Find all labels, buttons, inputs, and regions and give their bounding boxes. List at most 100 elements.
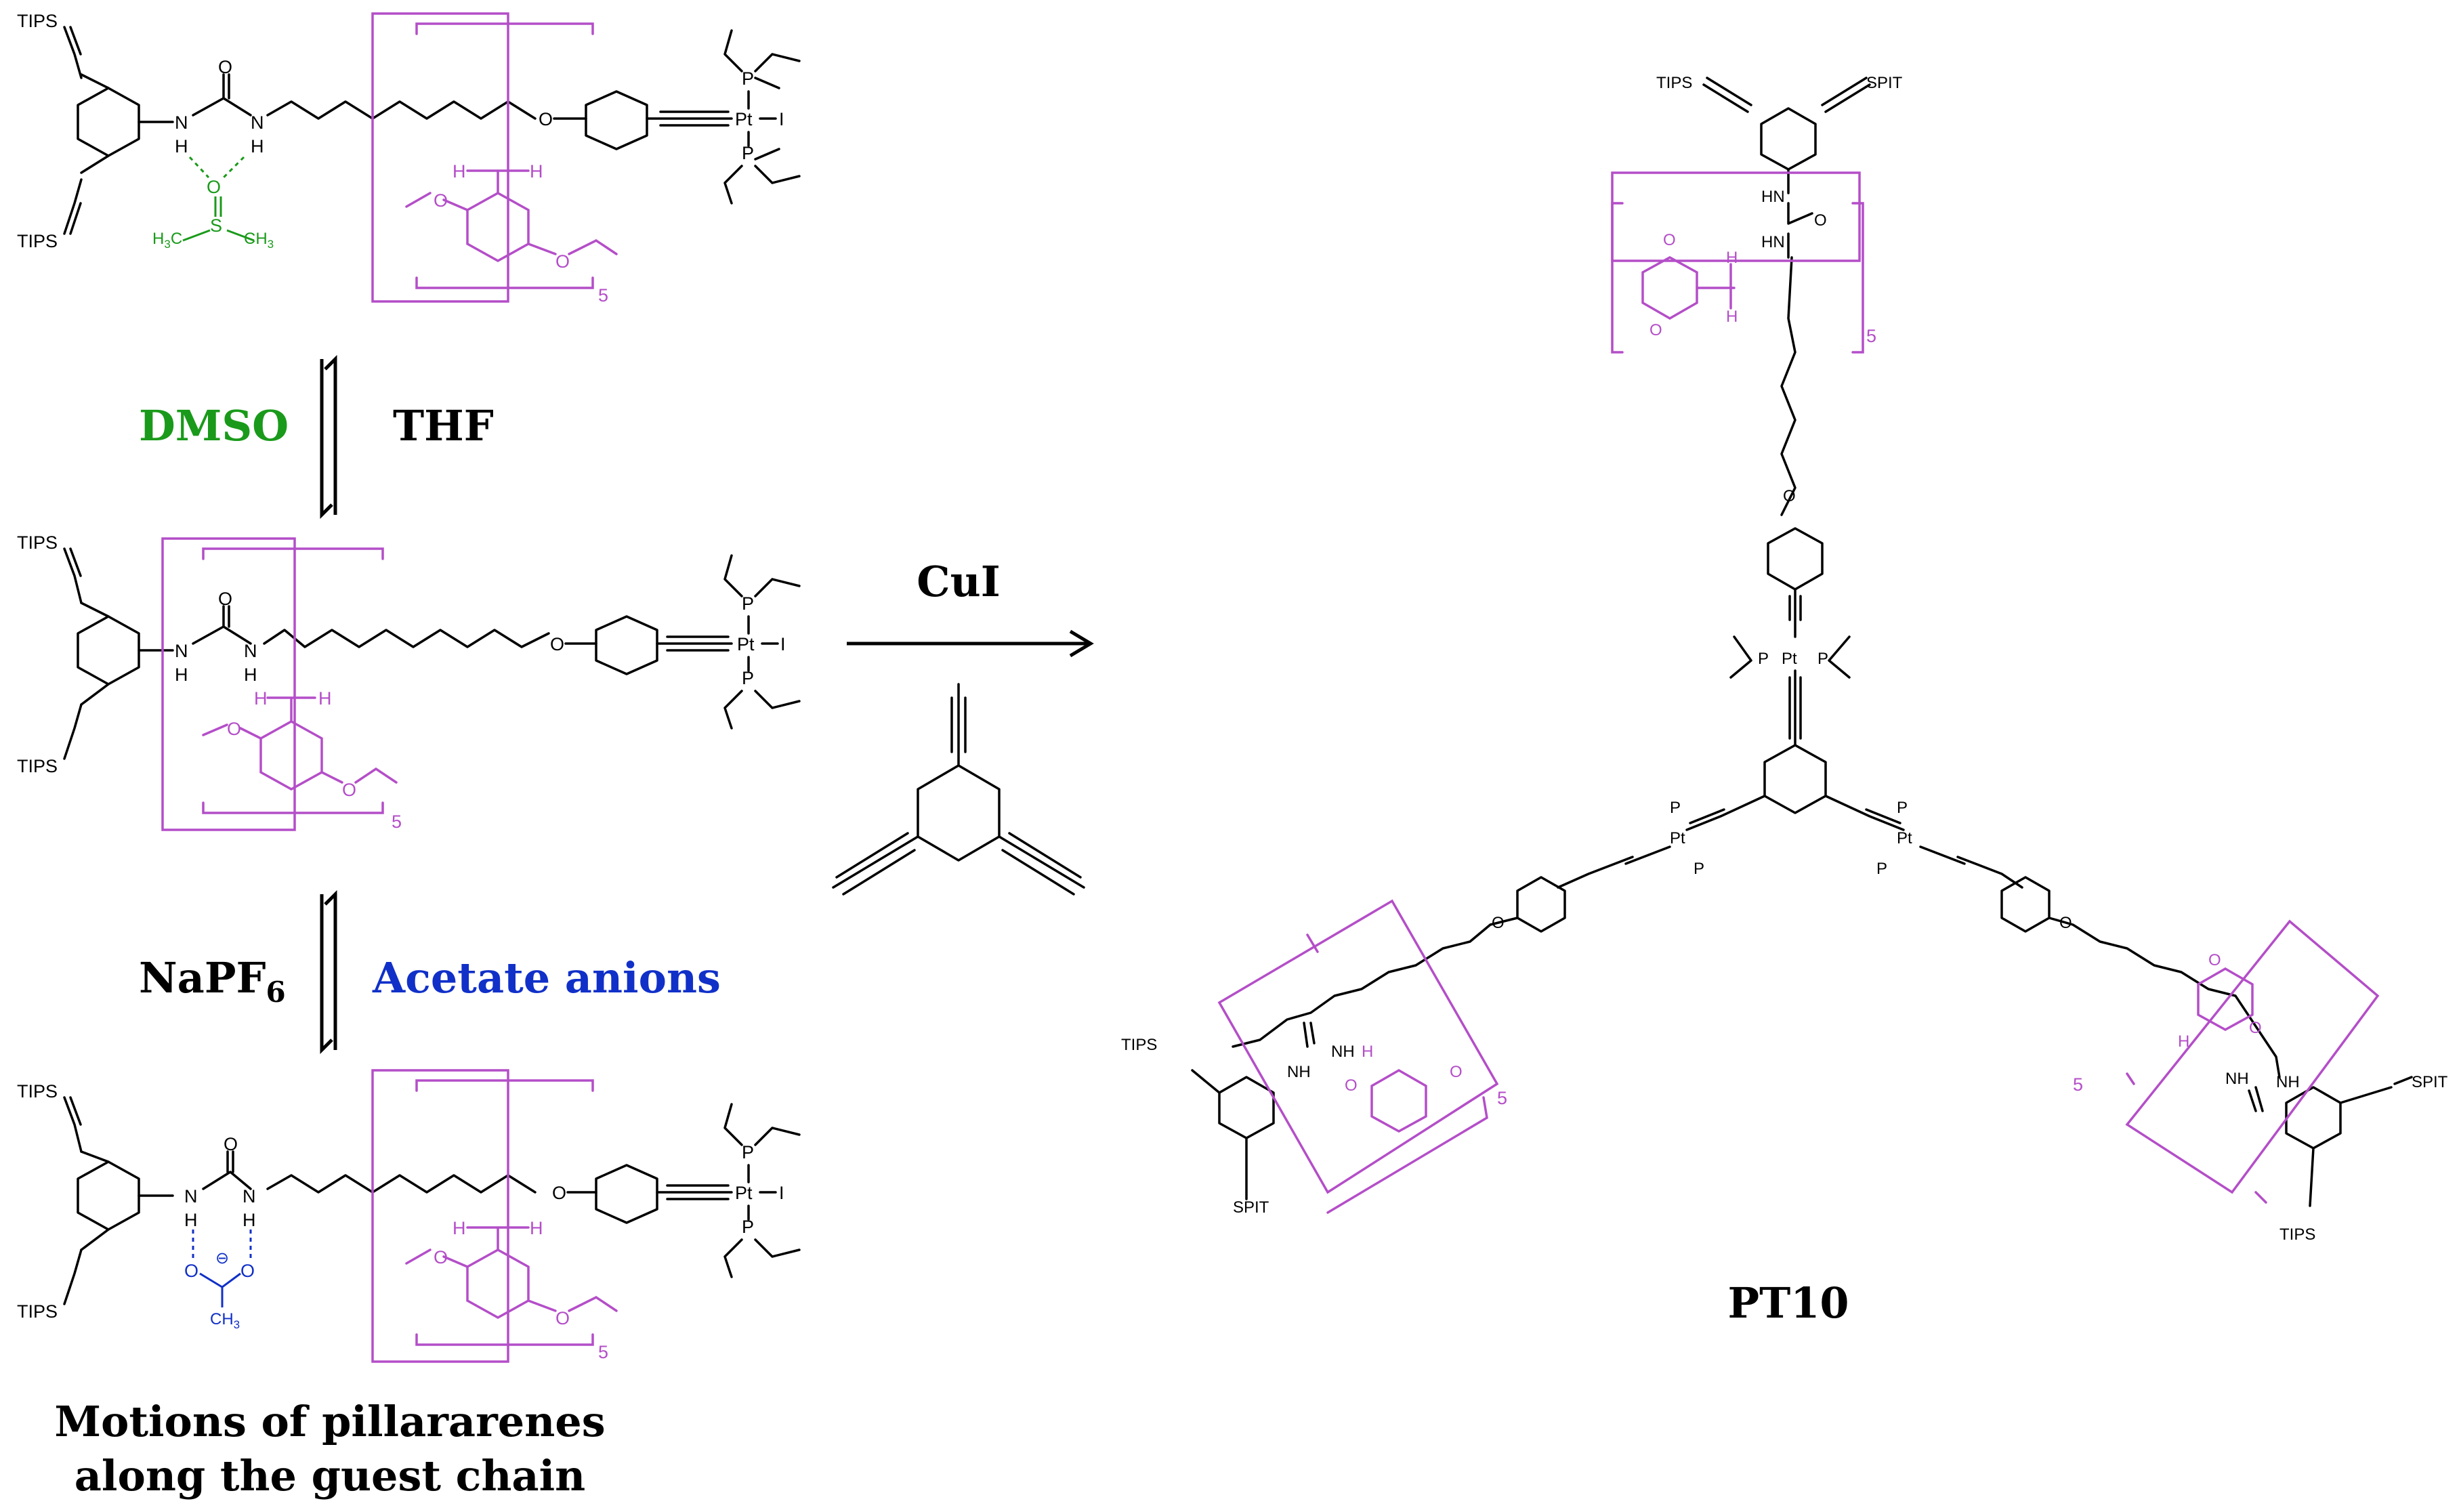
o-label: O xyxy=(2208,951,2221,969)
iodide-label: I xyxy=(779,109,784,129)
tips-label: TIPS xyxy=(17,532,58,553)
h-label: H xyxy=(1362,1043,1373,1061)
iodide-label: I xyxy=(779,1183,784,1203)
motions-caption-line1: Motions of pillararenes xyxy=(54,1397,605,1446)
h-label: H xyxy=(175,136,188,156)
o-label: O xyxy=(207,177,221,197)
ch3-label: CH3 xyxy=(244,230,274,251)
benzene-ring xyxy=(585,90,648,150)
benzene-ring xyxy=(77,87,140,157)
o-label: O xyxy=(1783,487,1796,505)
cui-reagent-label: CuI xyxy=(917,557,1000,606)
ethyl-groups xyxy=(723,29,801,205)
dmso-molecule: O S H3C CH3 xyxy=(152,156,274,251)
h-label: H xyxy=(184,1210,198,1230)
repeat-label: 5 xyxy=(598,285,608,306)
o-label: O xyxy=(240,1261,255,1281)
alkyl-chain xyxy=(266,1174,537,1194)
o-label: O xyxy=(1814,211,1827,230)
urea-bond xyxy=(202,1150,252,1190)
h-label: H xyxy=(243,1210,256,1230)
pillararene-ring: 5 H H O O xyxy=(161,537,402,832)
acetate-condition-label: Acetate anions xyxy=(372,953,721,1003)
repeat-label: 5 xyxy=(1866,326,1876,346)
tips-label: TIPS xyxy=(17,1081,58,1101)
nh-label: N xyxy=(175,641,188,661)
nh-label: NH xyxy=(1331,1043,1355,1061)
h-label: H xyxy=(251,136,264,156)
o-label: O xyxy=(552,1183,566,1203)
dmso-condition-label: DMSO xyxy=(139,401,289,450)
o-label: O xyxy=(2059,914,2072,932)
o-label: O xyxy=(1649,321,1662,339)
rotaxane-structure-thf: TIPS TIPS N H O N H O Pt I P P 5 H H O xyxy=(17,532,801,832)
core-benzene-ring xyxy=(1763,744,1827,814)
p-label: P xyxy=(1758,650,1769,668)
repeat-label: 5 xyxy=(2073,1074,2083,1095)
h-label: H xyxy=(453,161,466,182)
pt-label: Pt xyxy=(735,109,753,129)
o-label: O xyxy=(555,1308,570,1328)
o-label: O xyxy=(342,780,356,800)
reaction-arrow xyxy=(847,629,1094,658)
ch3-label: CH3 xyxy=(210,1310,240,1331)
o-label: O xyxy=(218,57,232,77)
benzene-ring xyxy=(595,1164,658,1224)
p-label: P xyxy=(1694,860,1704,878)
nh-label: N xyxy=(251,112,264,133)
o-label: O xyxy=(184,1261,198,1281)
tips-label: TIPS xyxy=(1121,1036,1157,1054)
urea-bond xyxy=(192,605,252,645)
tips-label: TIPS xyxy=(1656,74,1692,92)
o-label: O xyxy=(1492,914,1505,932)
benzene-ring xyxy=(77,615,140,686)
o-label: O xyxy=(1450,1063,1463,1081)
h-label: H xyxy=(453,1218,466,1238)
rotaxane-structure-acetate: TIPS TIPS N H O N H O Pt I P P O O ⊖ CH3 xyxy=(17,1069,801,1363)
pillararene-ring: 5 H H O O xyxy=(371,12,618,306)
motions-caption-line2: along the guest chain xyxy=(75,1451,585,1500)
alkyne-bond xyxy=(646,110,733,127)
pillararene-ring: 5 H O O xyxy=(2073,919,2380,1204)
p-label: P xyxy=(742,1217,754,1237)
p-label: P xyxy=(742,68,754,89)
pillararene-ring: 5 H H O O xyxy=(371,1069,618,1363)
spit-label: SPIT xyxy=(1233,1198,1269,1217)
acetate-anion: O O ⊖ CH3 xyxy=(184,1230,255,1331)
o-label: O xyxy=(224,1134,238,1154)
h-label: H xyxy=(244,665,257,685)
h3c-label: H3C xyxy=(152,230,182,251)
h-label: H xyxy=(254,688,268,709)
repeat-label: 5 xyxy=(392,812,402,832)
s-label: S xyxy=(210,215,222,236)
nh-label: NH xyxy=(1287,1063,1311,1081)
h-label: H xyxy=(1726,308,1738,326)
p-label: P xyxy=(1897,799,1908,817)
hn-label: HN xyxy=(1761,188,1785,206)
h-label: H xyxy=(1726,249,1738,267)
alkyne-bond xyxy=(63,1096,83,1305)
rotaxane-structure-dmso: TIPS TIPS N H O N H O Pt I P P O S H3C C… xyxy=(17,11,801,306)
thf-condition-label: THF xyxy=(393,401,494,450)
pt-label: Pt xyxy=(1670,829,1685,847)
pillararene-ring: 5 H H O O xyxy=(1611,171,1876,354)
o-label: O xyxy=(2249,1019,2262,1037)
pt10-product-structure: TIPS SPIT HN O HN O Pt P P 5 H H O O Pt … xyxy=(1121,74,2448,1244)
p-label: P xyxy=(1876,860,1887,878)
tips-label: TIPS xyxy=(17,1301,58,1322)
nh-label: N xyxy=(244,641,257,661)
o-label: O xyxy=(1345,1076,1358,1095)
h-label: H xyxy=(530,1218,543,1238)
bond-line xyxy=(80,602,174,706)
repeat-label: 5 xyxy=(598,1342,608,1362)
o-label: O xyxy=(555,251,570,272)
alkyne-bond xyxy=(63,26,83,235)
alkyne-bond xyxy=(63,547,83,760)
bond-line xyxy=(80,73,174,174)
tips-label: TIPS xyxy=(2279,1225,2315,1244)
ethyl-groups xyxy=(723,1103,801,1278)
nh-label: N xyxy=(243,1186,256,1206)
pt-label: Pt xyxy=(1782,650,1797,668)
o-label: O xyxy=(1663,231,1676,249)
